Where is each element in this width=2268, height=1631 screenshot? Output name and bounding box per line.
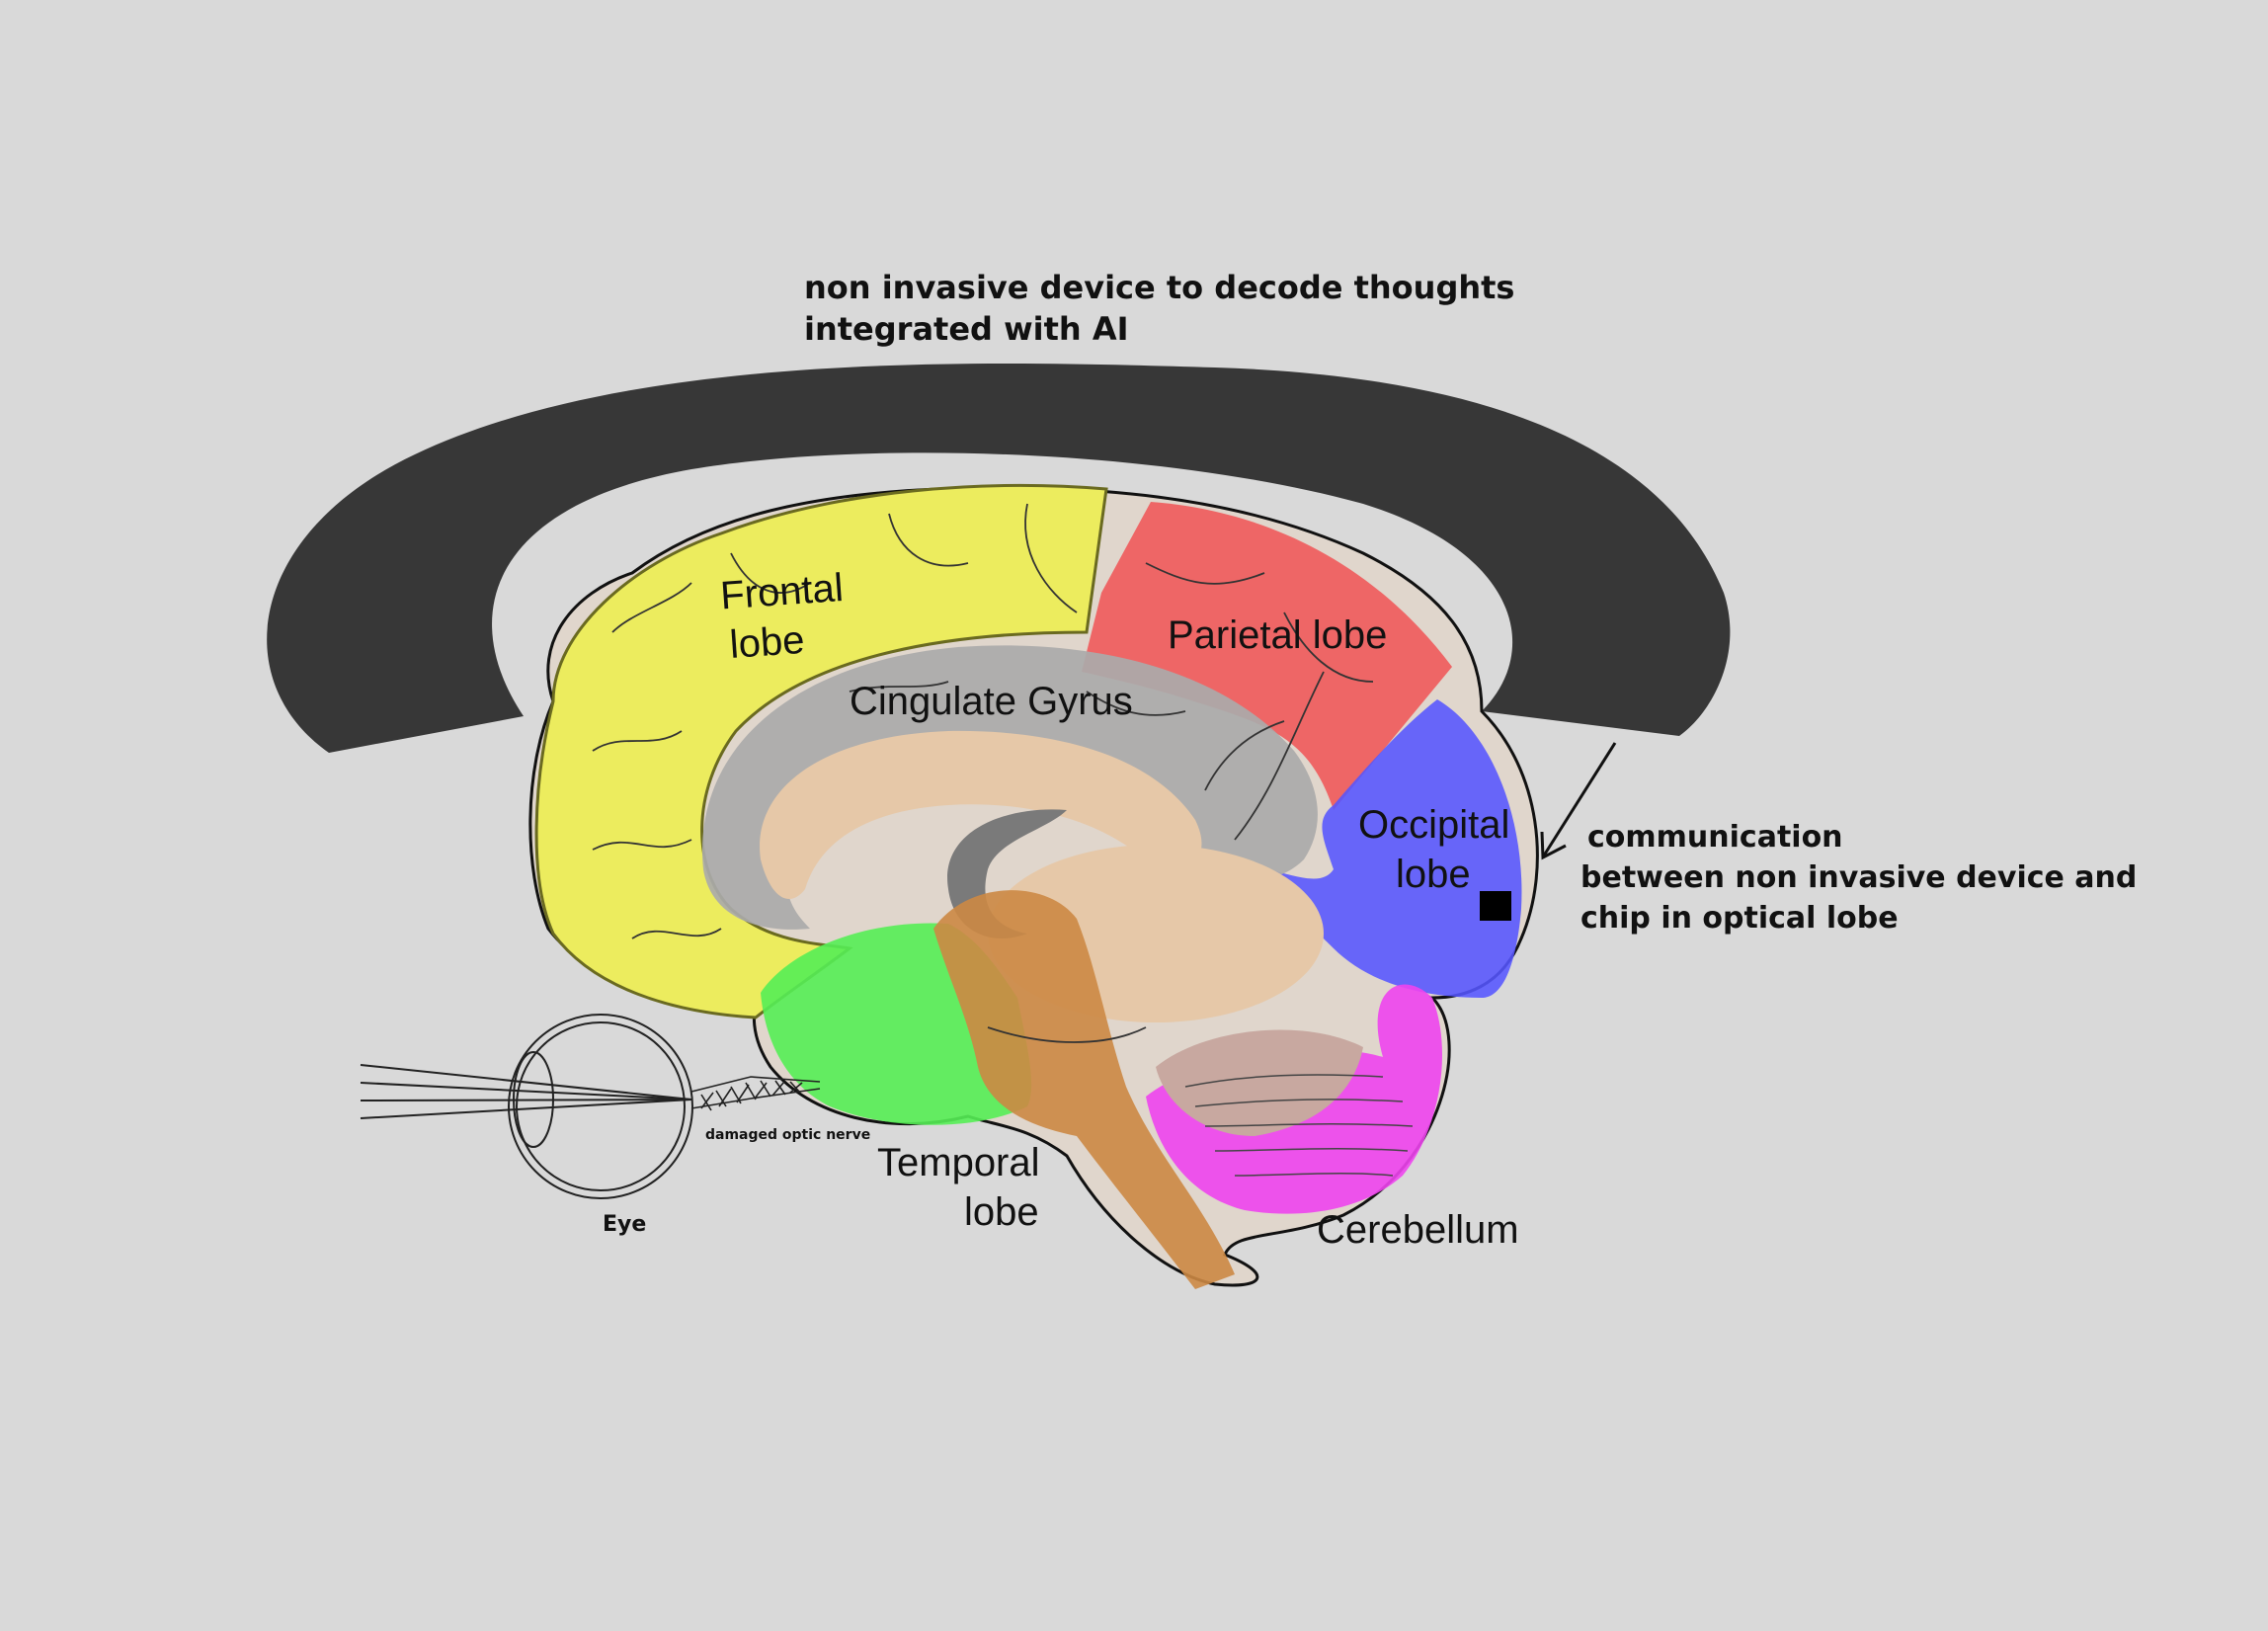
- cerebellum-inner: [1156, 1029, 1363, 1136]
- occipital-lobe-label-1: Occipital: [1358, 803, 1509, 847]
- frontal-lobe-region: [534, 483, 1108, 1019]
- frontal-label-line-2: lobe: [728, 618, 806, 667]
- brainstem-region: [933, 890, 1235, 1289]
- cingulate-gyrus-region: [702, 645, 1318, 930]
- temporal-lobe-label-1: Temporal: [877, 1141, 1040, 1184]
- title-line-2: integrated with AI: [804, 310, 1129, 348]
- arrow-icon: [1540, 742, 1617, 860]
- cerebellum-label: Cerebellum: [1317, 1208, 1519, 1252]
- parietal-lobe-label: Parietal lobe: [1168, 613, 1387, 657]
- communication-line-1: communication: [1587, 820, 1843, 855]
- communication-line-2: between non invasive device and: [1580, 860, 2137, 895]
- cerebellum-folia: [1184, 1074, 1414, 1177]
- headband-device-icon: [267, 363, 1731, 753]
- optic-nerve-label: damaged optic nerve: [705, 1127, 870, 1143]
- temporal-lobe-label-2: lobe: [964, 1190, 1039, 1234]
- frontal-lobe-label: Frontal lobe: [719, 566, 845, 667]
- occipital-lobe-label-2: lobe: [1396, 853, 1471, 896]
- inner-brain-region: [760, 730, 1202, 899]
- brain-sulci: [592, 503, 1374, 1043]
- optic-nerve-icon: [690, 1076, 821, 1111]
- parietal-lobe-region: [1082, 502, 1452, 810]
- frontal-label-line-1: Frontal: [719, 566, 845, 618]
- title-line-1: non invasive device to decode thoughts: [804, 269, 1514, 306]
- communication-line-3: chip in optical lobe: [1580, 901, 1899, 936]
- chip-icon: [1480, 891, 1511, 921]
- eye-icon: [360, 1014, 693, 1199]
- eye-label: Eye: [603, 1212, 646, 1237]
- cingulate-gyrus-label: Cingulate Gyrus: [850, 680, 1133, 723]
